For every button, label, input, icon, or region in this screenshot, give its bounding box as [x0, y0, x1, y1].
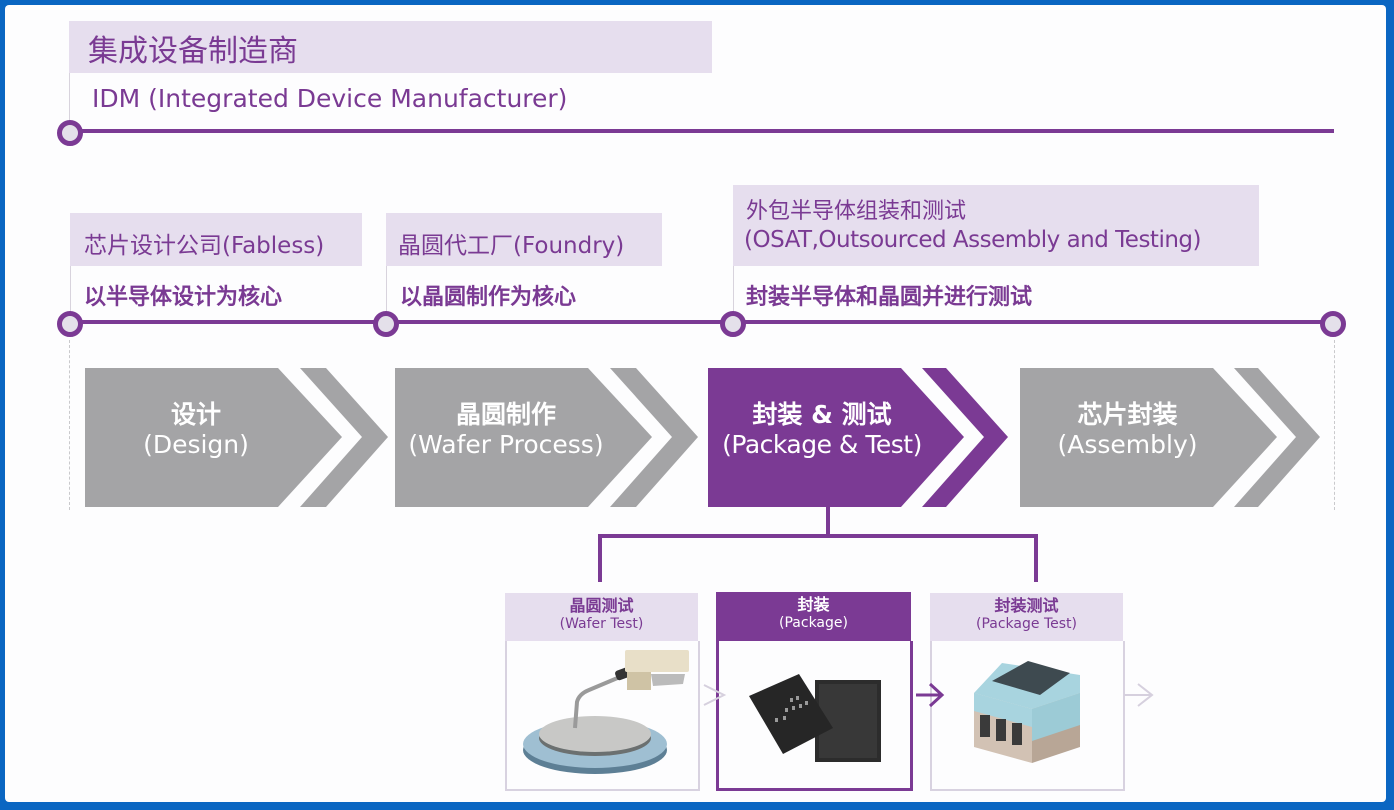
stage-chevrons [85, 368, 1320, 507]
left-dashed-guide [69, 340, 70, 510]
fabless-divider [70, 266, 71, 316]
arrow-next-icon [1124, 683, 1154, 707]
substep-wafer-test-en: (Wafer Test) [559, 616, 644, 632]
foundry-desc: 以晶圆制作为核心 [400, 285, 577, 310]
substep-wafer-test-header[interactable]: 晶圆测试 (Wafer Test) [505, 593, 698, 641]
stage-package-test-en: (Package & Test) [722, 430, 922, 459]
stage-design[interactable]: 设计 (Design) [85, 400, 307, 460]
osat-title-box [733, 185, 1259, 266]
tree-right-drop [1034, 534, 1038, 582]
fabless-title-box [70, 213, 362, 266]
idm-title-box [69, 21, 712, 73]
arrow-package-to-test-icon [916, 682, 945, 708]
stage-assembly[interactable]: 芯片封装 (Assembly) [1020, 400, 1235, 460]
osat-divider [733, 266, 734, 316]
tree-stem [826, 507, 830, 537]
idm-title-zh: 集成设备制造商 [88, 34, 298, 69]
substep-package-en: (Package) [779, 615, 848, 631]
foundry-title: 晶圆代工厂(Foundry) [398, 233, 625, 259]
chip-package-image [749, 674, 881, 762]
substep-package-box [716, 641, 913, 791]
wafer-probe-image [523, 650, 689, 774]
fabless-title: 芯片设计公司(Fabless) [84, 233, 325, 259]
stage-design-zh: 设计 [170, 400, 221, 429]
foundry-title-box [386, 213, 662, 266]
tree-left-drop [598, 534, 602, 582]
substep-package-test-en: (Package Test) [976, 616, 1077, 632]
stage-package-test[interactable]: 封装 & 测试 (Package & Test) [708, 400, 936, 460]
foundry-divider [386, 266, 387, 316]
stage-assembly-en: (Assembly) [1057, 430, 1198, 459]
osat-desc: 封装半导体和晶圆并进行测试 [746, 285, 1033, 310]
substep-package-test-zh: 封装测试 [994, 596, 1059, 615]
substep-package-zh: 封装 [797, 595, 830, 614]
test-socket-image [974, 661, 1080, 763]
substep-wafer-test-zh: 晶圆测试 [569, 596, 634, 615]
idm-node [57, 120, 83, 146]
stage-design-en: (Design) [143, 430, 249, 459]
osat-title-line1: 外包半导体组装和测试 [746, 199, 967, 224]
stage-design-shape [85, 368, 388, 507]
idm-timeline [72, 129, 1334, 133]
idm-title-en: IDM (Integrated Device Manufacturer) [92, 84, 568, 113]
stage-assembly-zh: 芯片封装 [1077, 400, 1178, 429]
fabless-node [57, 311, 83, 337]
osat-title-line2: (OSAT,Outsourced Assembly and Testing) [744, 227, 1201, 253]
stage-wafer-process-shape [395, 368, 698, 507]
end-node [1320, 311, 1346, 337]
company-timeline [72, 320, 1334, 324]
substep-package-header[interactable]: 封装 (Package) [716, 592, 911, 641]
substep-package-test-box [930, 641, 1125, 791]
substep-package-test-header[interactable]: 封装测试 (Package Test) [930, 593, 1123, 641]
stage-wafer-process-en: (Wafer Process) [408, 430, 604, 459]
stage-wafer-process[interactable]: 晶圆制作 (Wafer Process) [395, 400, 617, 460]
stage-wafer-process-zh: 晶圆制作 [455, 400, 556, 429]
stage-package-test-shape [708, 368, 1008, 507]
stage-package-test-zh: 封装 & 测试 [752, 400, 892, 429]
stage-assembly-shape [1020, 368, 1320, 507]
foundry-node [373, 311, 399, 337]
substep-wafer-test-box [505, 641, 700, 791]
tree-bar [598, 534, 1038, 538]
right-dashed-guide [1334, 340, 1335, 510]
arrow-wafer-to-package [703, 684, 727, 706]
idm-divider [69, 73, 70, 123]
fabless-desc: 以半导体设计为核心 [84, 285, 283, 310]
osat-node [720, 311, 746, 337]
